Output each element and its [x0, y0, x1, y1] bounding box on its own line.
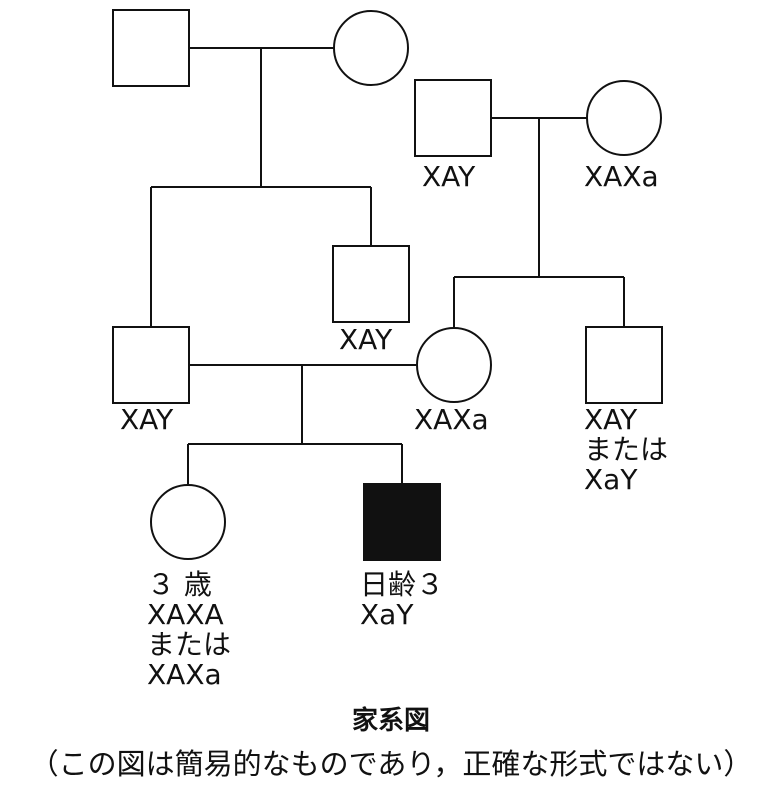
male-square-p5 — [112, 326, 190, 404]
genotype-label-p5: XAY — [120, 405, 173, 435]
pedigree-symbols — [112, 9, 663, 561]
genotype-line: XAY — [422, 160, 476, 193]
genotype-label-p4: XAXa — [584, 162, 659, 192]
genotype-line: 日齢３ — [360, 568, 445, 601]
genotype-line: XAXa — [414, 403, 489, 436]
genotype-line: または — [584, 433, 669, 466]
genotype-line: XaY — [584, 463, 638, 496]
genotype-label-p7: XAXa — [414, 405, 489, 435]
genotype-line: XAY — [584, 403, 638, 436]
genotype-line: ３ 歳 — [147, 568, 212, 601]
genotype-label-p6: XAY — [339, 325, 392, 355]
male-square-p6 — [332, 245, 410, 323]
genotype-line: XAXa — [147, 658, 222, 691]
genotype-line: XAY — [339, 323, 393, 356]
genotype-label-p3: XAY — [422, 162, 475, 192]
male-square-p3 — [414, 79, 492, 157]
genotype-line: XaY — [360, 598, 414, 631]
male-square-p8 — [585, 326, 663, 404]
female-circle-p4 — [586, 80, 662, 156]
female-circle-p7 — [416, 327, 492, 403]
male-square-p1 — [112, 9, 190, 87]
genotype-line: XAXa — [584, 160, 659, 193]
female-circle-p2 — [333, 10, 409, 86]
diagram-caption: （この図は簡易的なものであり，正確な形式ではない） — [29, 747, 753, 781]
genotype-line: または — [147, 628, 232, 661]
pedigree-lines — [150, 47, 625, 484]
affected-male-square-p10 — [363, 483, 441, 561]
genotype-line: XAY — [120, 403, 174, 436]
diagram-title: 家系図 — [351, 706, 430, 736]
female-circle-p9 — [150, 484, 226, 560]
genotype-line: XAXA — [147, 598, 224, 631]
